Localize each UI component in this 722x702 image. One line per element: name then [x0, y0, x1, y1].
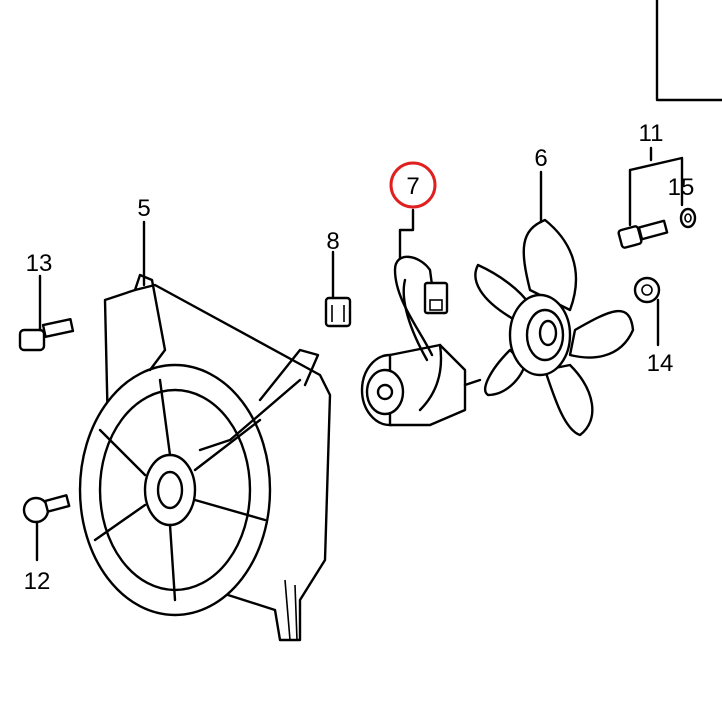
callout-14[interactable]: 14: [647, 350, 674, 377]
callout-6[interactable]: 6: [534, 145, 547, 172]
callout-13[interactable]: 13: [26, 250, 53, 277]
callout-5[interactable]: 5: [137, 195, 150, 222]
highlight-circle: [389, 161, 437, 209]
callout-12[interactable]: 12: [24, 568, 51, 595]
part-5-fan-shroud[interactable]: [78, 273, 332, 642]
callout-7[interactable]: 7: [406, 173, 419, 200]
frame-border: [655, 0, 722, 102]
callout-15[interactable]: 15: [668, 174, 695, 201]
part-6-fan-blade[interactable]: [474, 218, 635, 437]
part-8-clip[interactable]: [324, 296, 352, 328]
part-12-bolt[interactable]: [22, 494, 71, 524]
part-14-nut[interactable]: [633, 276, 661, 304]
callout-11[interactable]: 11: [639, 120, 664, 147]
part-15-washer[interactable]: [679, 207, 697, 229]
part-7-fan-motor[interactable]: [360, 255, 482, 427]
part-13-bolt[interactable]: [18, 318, 75, 352]
callout-8[interactable]: 8: [326, 228, 339, 255]
part-11-bolt[interactable]: [617, 219, 669, 249]
leader-lines: [35, 146, 684, 562]
